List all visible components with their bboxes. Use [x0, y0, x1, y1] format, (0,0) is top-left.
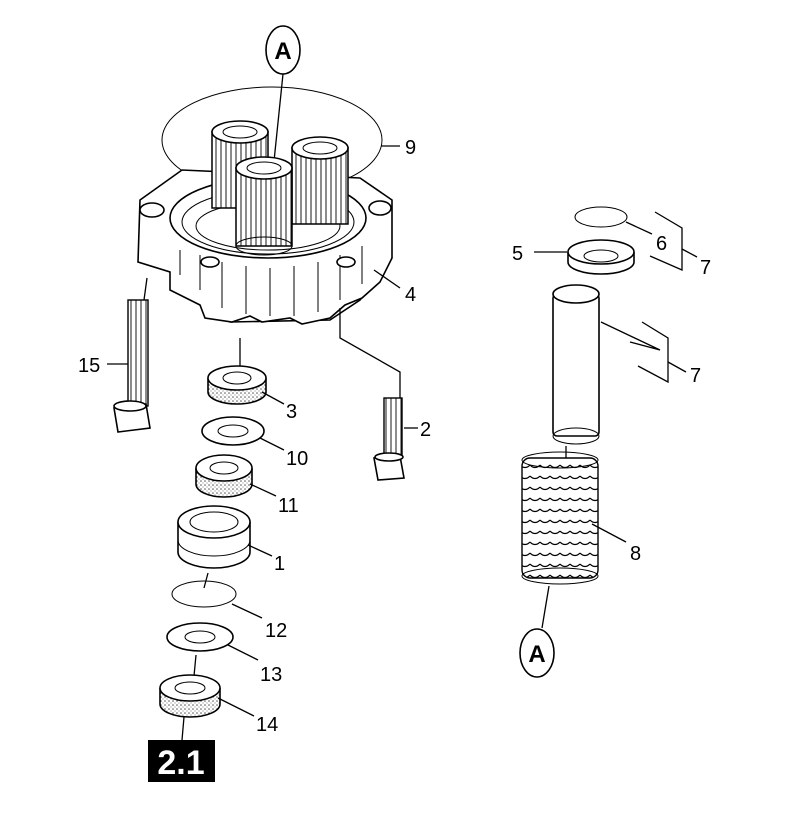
- part-4-pump-housing: 4: [137, 120, 416, 325]
- label-9: 9: [405, 137, 416, 159]
- label-5: 5: [512, 243, 523, 265]
- section-badge: 2.1: [148, 740, 215, 782]
- label-1: 1: [274, 553, 285, 575]
- label-8: 8: [630, 543, 641, 565]
- bracket-7-top: 7: [649, 211, 711, 279]
- part-5-seat: 5: [512, 239, 635, 275]
- piston-center: [235, 156, 293, 256]
- part-6-o-ring: 6: [574, 206, 667, 255]
- part-8-spring: 8: [521, 451, 641, 585]
- label-2: 2: [420, 419, 431, 441]
- piston-rod: [552, 284, 600, 445]
- label-12: 12: [265, 620, 287, 642]
- label-13: 13: [260, 664, 282, 686]
- part-1-valve-sleeve: 1: [177, 505, 285, 575]
- part-15-long-screw: 15: [78, 277, 151, 433]
- part-10-washer: 10: [201, 416, 308, 470]
- part-2-short-screw: 2: [339, 308, 431, 481]
- label-4: 4: [405, 284, 416, 306]
- reference-marker-bottom-label: A: [528, 641, 545, 668]
- label-6: 6: [656, 233, 667, 255]
- label-14: 14: [256, 714, 278, 736]
- part-13-washer: 13: [166, 622, 282, 686]
- label-3: 3: [286, 401, 297, 423]
- part-14-seal: 14: [159, 674, 278, 736]
- piston-right: [291, 136, 349, 225]
- section-badge-label: 2.1: [157, 744, 204, 782]
- part-12-o-ring: 12: [171, 580, 287, 642]
- label-11: 11: [278, 495, 299, 517]
- reference-marker-top-label: A: [274, 38, 291, 65]
- label-15: 15: [78, 355, 100, 377]
- reference-marker-bottom: A: [519, 585, 555, 678]
- bracket-7-bottom: 7: [600, 321, 701, 387]
- part-11-seal: 11: [195, 454, 299, 517]
- label-7-bottom: 7: [690, 365, 701, 387]
- label-10: 10: [286, 448, 308, 470]
- part-3-seal: 3: [207, 365, 297, 423]
- label-7-top: 7: [700, 257, 711, 279]
